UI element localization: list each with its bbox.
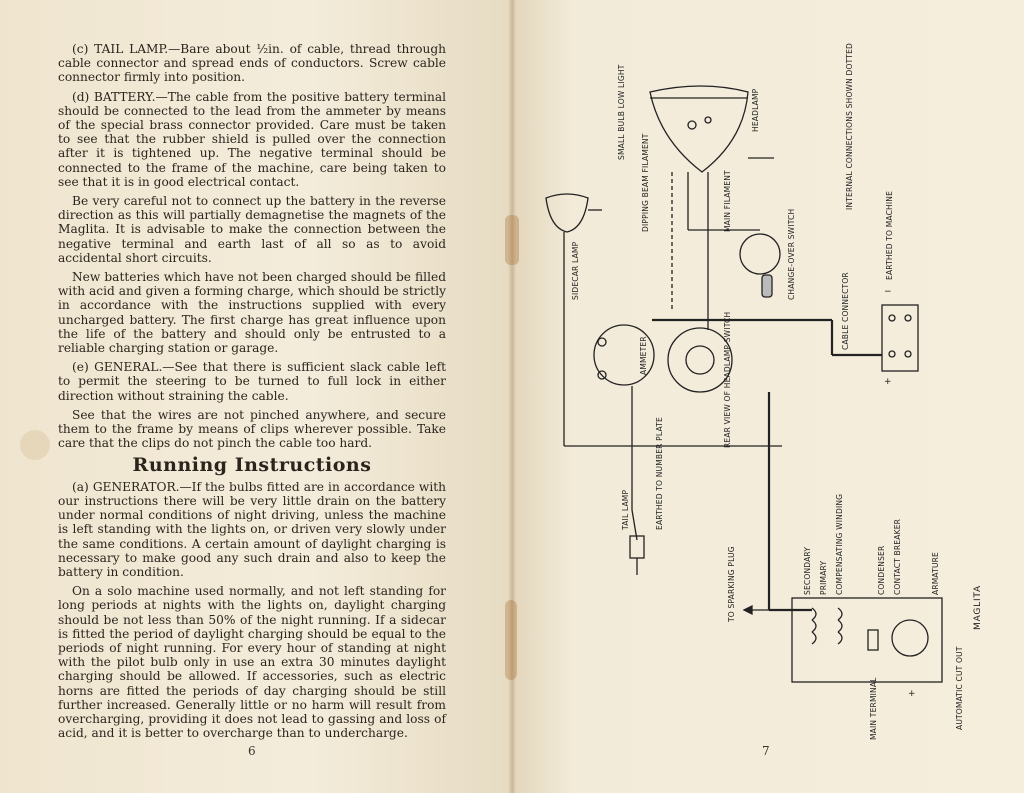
label-automatic-cutout: AUTOMATIC CUT OUT: [955, 646, 964, 730]
label-earthed-to-machine: EARTHED TO MACHINE: [885, 191, 894, 280]
paragraph-generator: (a) GENERATOR.—If the bulbs fitted are i…: [58, 479, 446, 579]
headlamp-switch: [667, 327, 733, 393]
change-over-switch: [739, 233, 781, 275]
armature: [891, 619, 929, 657]
label-main-filament: MAIN FILAMENT: [723, 170, 732, 232]
headlamp-body: [649, 85, 749, 173]
maglita-unit: [791, 597, 943, 683]
label-change-over-switch: CHANGE-OVER SWITCH: [787, 209, 796, 300]
wiring-diagram: SMALL BULB LOW LIGHT DIPPING BEAM FILAME…: [545, 43, 983, 740]
label-internal-connections: INTERNAL CONNECTIONS SHOWN DOTTED: [845, 43, 854, 210]
page-number-left: 6: [248, 744, 256, 758]
label-minus-battery: −: [884, 287, 892, 297]
condenser: [867, 629, 879, 651]
paragraph-tail-lamp: (c) TAIL LAMP.—Bare about ½in. of cable,…: [58, 42, 446, 85]
label-dipping-filament: DIPPING BEAM FILAMENT: [641, 133, 650, 232]
paragraph-general: (e) GENERAL.—See that there is sufficien…: [58, 360, 446, 403]
label-secondary: SECONDARY: [803, 547, 812, 595]
label-compensating-winding: COMPENSATING WINDING: [835, 494, 844, 595]
label-plus-maglita: +: [908, 689, 916, 699]
paragraph-charging: On a solo machine used normally, and not…: [58, 584, 446, 741]
paragraph-battery: (d) BATTERY.—The cable from the positive…: [58, 89, 446, 189]
label-rear-view-switch: REAR VIEW OF HEADLAMP SWITCH: [723, 312, 732, 448]
label-maglita: MAGLITA: [973, 585, 983, 630]
label-tail-lamp: TAIL LAMP: [621, 490, 630, 531]
cable-connector-block: [881, 304, 919, 372]
page-number-right: 7: [762, 744, 770, 758]
paragraph-battery-warning: Be very careful not to connect up the ba…: [58, 194, 446, 265]
label-headlamp: HEADLAMP: [751, 88, 760, 132]
label-cable-connector: CABLE CONNECTOR: [841, 272, 850, 350]
book-gutter: [508, 0, 516, 793]
paragraph-new-batteries: New batteries which have not been charge…: [58, 270, 446, 356]
label-primary: PRIMARY: [819, 561, 828, 595]
label-condenser: CONDENSER: [877, 546, 886, 595]
label-main-terminal: MAIN TERMINAL: [869, 677, 878, 740]
label-plus-battery: +: [884, 377, 892, 387]
label-small-bulb: SMALL BULB LOW LIGHT: [617, 64, 626, 160]
left-page: (c) TAIL LAMP.—Bare about ½in. of cable,…: [0, 0, 512, 793]
label-to-sparking-plug: TO SPARKING PLUG: [727, 546, 736, 623]
section-heading: Running Instructions: [132, 454, 372, 477]
paragraph-clips: See that the wires are not pinched anywh…: [58, 407, 446, 451]
left-text-column: (c) TAIL LAMP.—Bare about ½in. of cable,…: [58, 42, 446, 745]
label-contact-breaker: CONTACT BREAKER: [893, 519, 902, 595]
label-armature: ARMATURE: [931, 552, 940, 595]
label-sidecar-lamp: SIDECAR LAMP: [571, 241, 580, 300]
sidecar-lamp: [545, 193, 589, 233]
ammeter-dial: [593, 324, 655, 386]
label-earthed-number-plate: EARTHED TO NUMBER PLATE: [655, 417, 664, 530]
label-ammeter: AMMETER: [639, 336, 648, 375]
